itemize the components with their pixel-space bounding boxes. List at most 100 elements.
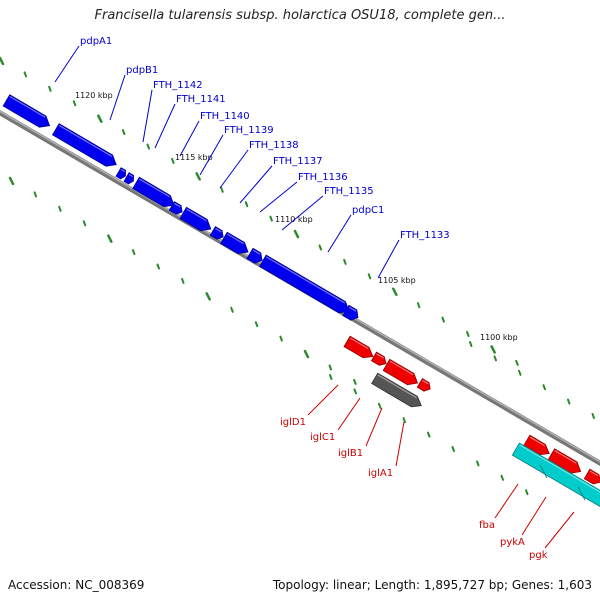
- forward-gene-arrow-highlight: [227, 233, 245, 245]
- forward-gene-arrow-body[interactable]: [220, 231, 252, 257]
- scale-tick: [329, 374, 333, 380]
- forward-gene-arrow[interactable]: [209, 226, 225, 242]
- reverse-gene-label[interactable]: iglC1: [310, 432, 335, 443]
- reverse-gene-arrow-body[interactable]: [583, 468, 600, 487]
- scale-tick: [279, 335, 283, 342]
- gene-leader-line: [219, 149, 249, 189]
- reverse-gene-arrow-body[interactable]: [382, 358, 421, 388]
- reverse-gene-arrow[interactable]: [523, 434, 552, 459]
- gene-leader-line: [179, 120, 200, 157]
- reverse-gene-label[interactable]: iglD1: [280, 417, 306, 428]
- reverse-gene-arrow-highlight: [529, 436, 545, 447]
- forward-gene-arrow-body[interactable]: [259, 254, 353, 317]
- gene-leader-line: [109, 74, 126, 121]
- reverse-gene-arrow-highlight: [554, 450, 577, 464]
- reverse-gene-arrow-body[interactable]: [343, 335, 376, 362]
- forward-gene-arrow-body[interactable]: [342, 304, 361, 322]
- map-title: Francisella tularensis subsp. holarctica…: [94, 8, 506, 23]
- reverse-gene-arrow[interactable]: [547, 448, 584, 477]
- scale-tick: [121, 129, 126, 136]
- gene-leader-line: [337, 397, 361, 431]
- reverse-gene-label[interactable]: fba: [479, 520, 495, 531]
- forward-gene-arrow-body[interactable]: [179, 206, 214, 234]
- scale-tick: [0, 56, 5, 66]
- reverse-gene-arrow[interactable]: [382, 358, 421, 388]
- forward-gene-arrow-highlight: [348, 306, 357, 312]
- forward-gene-label[interactable]: FTH_1136: [298, 172, 348, 183]
- forward-gene-arrow[interactable]: [220, 231, 252, 257]
- reverse-gene-arrow-body[interactable]: [523, 434, 552, 459]
- forward-gene-label[interactable]: pdpA1: [80, 36, 112, 47]
- scale-tick: [525, 489, 529, 496]
- forward-gene-arrow[interactable]: [2, 94, 53, 132]
- scale-tick: [254, 321, 259, 328]
- reverse-gene-label[interactable]: iglB1: [338, 448, 363, 459]
- forward-gene-arrow[interactable]: [123, 172, 136, 186]
- forward-gene-arrow-body[interactable]: [2, 94, 53, 132]
- reverse-gene-arrow-highlight: [376, 353, 384, 359]
- forward-gene-label[interactable]: FTH_1138: [249, 140, 299, 151]
- forward-gene-arrow-body[interactable]: [168, 201, 184, 217]
- reverse-gene-label[interactable]: pykA: [500, 537, 525, 548]
- scale-tick: [451, 446, 455, 452]
- reverse-gene-arrow-body[interactable]: [370, 351, 388, 368]
- forward-gene-arrow[interactable]: [132, 176, 178, 210]
- forward-gene-arrow-body[interactable]: [123, 172, 136, 186]
- reverse-gene-arrow[interactable]: [583, 468, 600, 487]
- reverse-gene-arrow[interactable]: [416, 378, 432, 394]
- reverse-gene-arrow-highlight: [389, 360, 414, 376]
- forward-gene-arrow-body[interactable]: [209, 226, 225, 242]
- forward-gene-label[interactable]: FTH_1139: [224, 125, 274, 136]
- forward-gene-label[interactable]: pdpC1: [352, 205, 384, 216]
- reverse-gene-label[interactable]: iglA1: [368, 468, 393, 479]
- scale-tick: [493, 355, 497, 362]
- forward-gene-arrow-highlight: [215, 227, 222, 233]
- scale-tick: [469, 341, 473, 347]
- forward-gene-label[interactable]: FTH_1137: [273, 156, 323, 167]
- forward-gene-arrow-highlight: [58, 124, 113, 157]
- forward-gene-label[interactable]: pdpB1: [126, 65, 158, 76]
- forward-gene-arrow-body[interactable]: [115, 167, 128, 181]
- scale-tick: [195, 172, 201, 181]
- forward-gene-arrow[interactable]: [179, 206, 214, 234]
- forward-gene-arrow-highlight: [9, 96, 46, 118]
- pseudogene-arrow-body[interactable]: [371, 372, 425, 411]
- cyan-gene-arrow-body[interactable]: [511, 442, 600, 521]
- forward-gene-arrow-body[interactable]: [246, 247, 265, 265]
- gene-leader-line: [521, 496, 547, 536]
- forward-gene-arrow-highlight: [252, 249, 261, 255]
- cyan-gene-arrow[interactable]: [511, 442, 600, 521]
- forward-gene-label[interactable]: FTH_1142: [153, 80, 203, 91]
- reverse-gene-arrow[interactable]: [370, 351, 388, 368]
- forward-gene-label[interactable]: FTH_1135: [324, 186, 374, 197]
- forward-gene-label[interactable]: FTH_1141: [176, 94, 226, 105]
- reverse-gene-arrow[interactable]: [343, 335, 376, 362]
- forward-gene-arrow[interactable]: [342, 304, 361, 322]
- forward-gene-arrow[interactable]: [168, 201, 184, 217]
- scale-label: 1115 kbp: [175, 153, 213, 162]
- gene-leader-line: [154, 103, 176, 149]
- gene-leader-line: [239, 165, 273, 204]
- forward-gene-arrow[interactable]: [246, 247, 265, 265]
- gene-leader-line: [327, 214, 352, 253]
- reverse-gene-arrow-highlight: [349, 337, 369, 350]
- forward-gene-arrow[interactable]: [115, 167, 128, 181]
- reverse-gene-label[interactable]: pgk: [529, 550, 548, 561]
- scale-tick: [293, 229, 300, 239]
- scale-tick: [490, 345, 496, 354]
- scale-tick: [343, 258, 347, 265]
- forward-gene-arrow[interactable]: [259, 254, 353, 317]
- reverse-gene-arrow-body[interactable]: [547, 448, 584, 477]
- scale-tick: [48, 85, 52, 92]
- forward-gene-arrow-body[interactable]: [132, 176, 178, 210]
- forward-gene-arrow-body[interactable]: [51, 123, 120, 171]
- reverse-gene-arrow-body[interactable]: [416, 378, 432, 394]
- forward-gene-arrow[interactable]: [51, 123, 120, 171]
- forward-gene-label[interactable]: FTH_1133: [400, 230, 450, 241]
- pseudogene-arrow[interactable]: [371, 372, 425, 411]
- gene-leader-line: [54, 45, 80, 83]
- forward-gene-label[interactable]: FTH_1140: [200, 111, 250, 122]
- scale-tick: [392, 287, 398, 297]
